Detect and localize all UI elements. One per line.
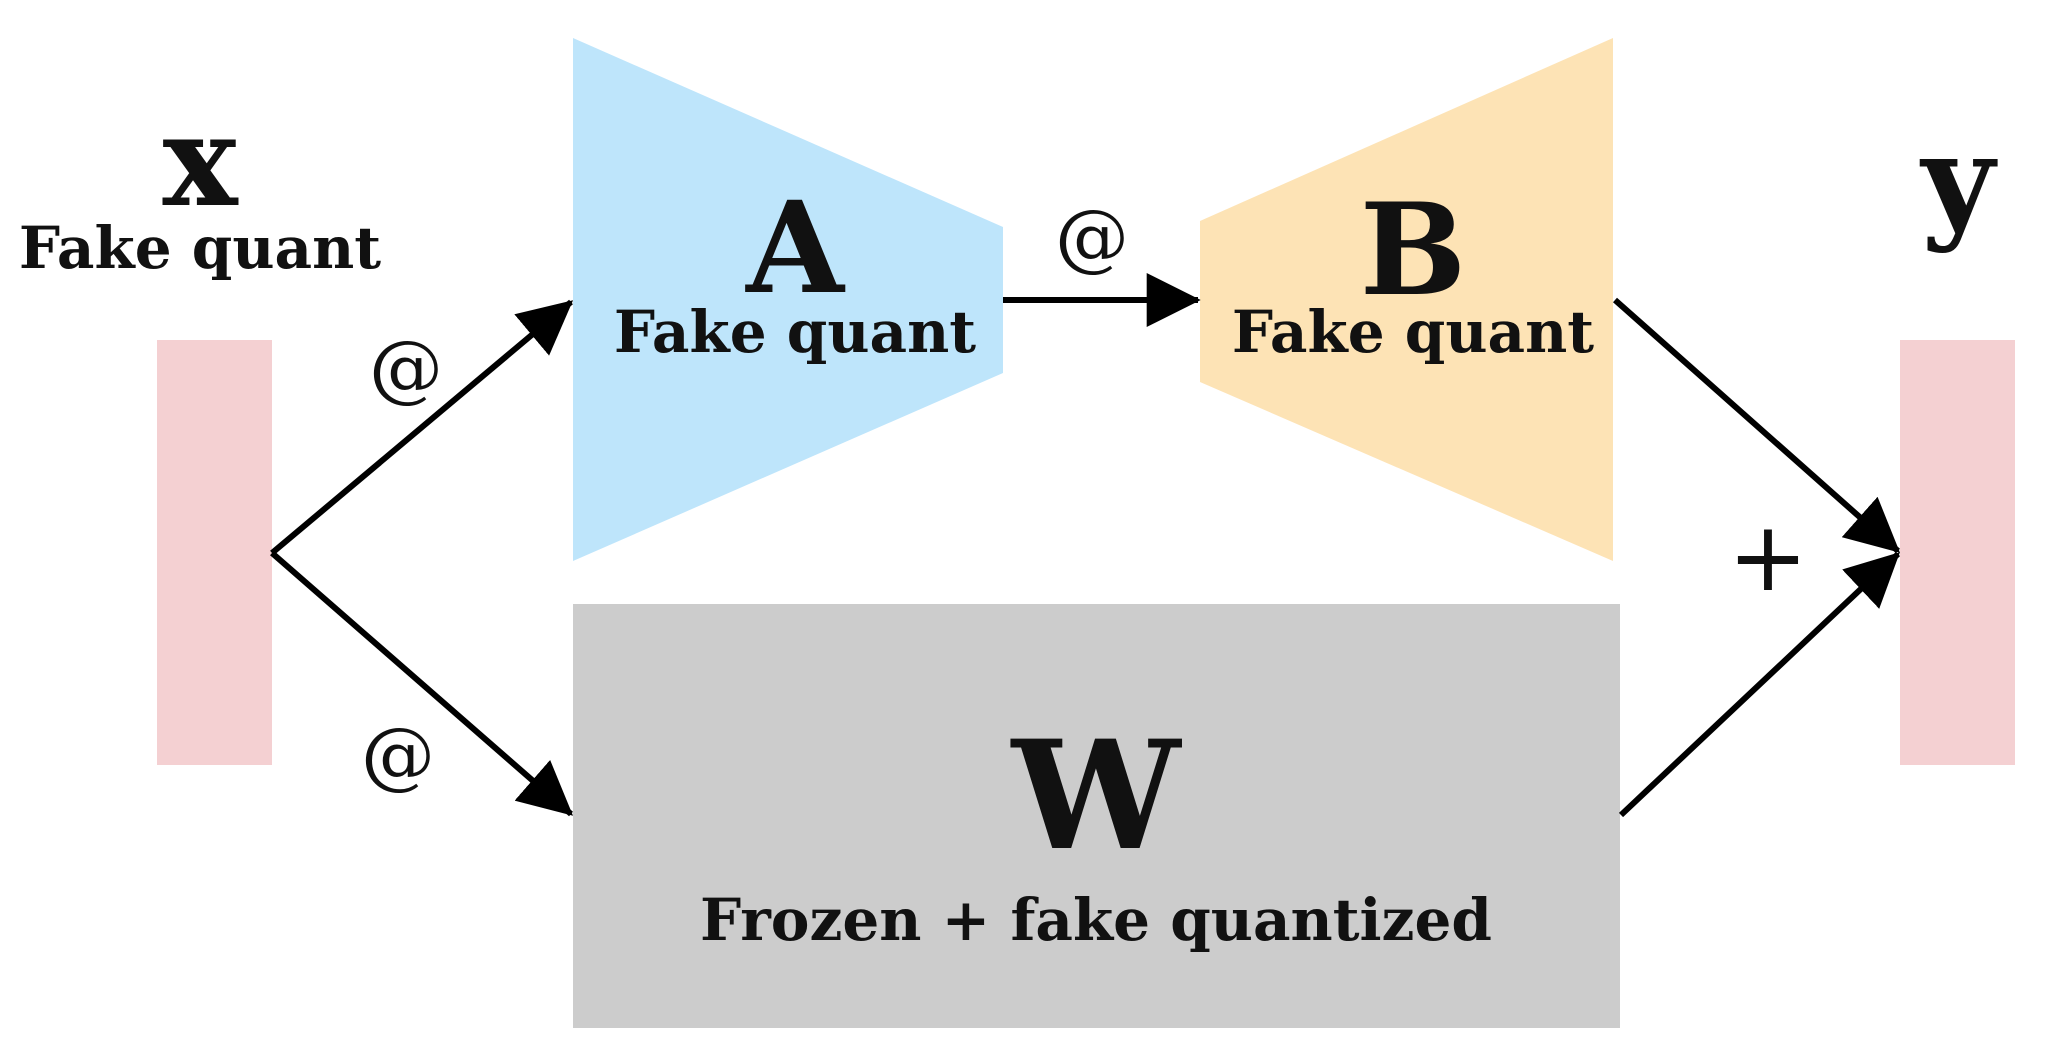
matrix-w-shape bbox=[573, 604, 1620, 1028]
edge-x-to-a bbox=[270, 299, 574, 556]
matmul-op-a-b: @ bbox=[1055, 194, 1129, 280]
input-label: Fake quant bbox=[19, 214, 381, 282]
output-symbol: y bbox=[1919, 107, 1998, 255]
matrix-a-shape bbox=[573, 38, 1003, 561]
matrix-a-label: Fake quant bbox=[614, 298, 976, 366]
edge-b-to-y bbox=[1613, 297, 1901, 554]
matmul-op-x-a: @ bbox=[369, 325, 443, 411]
sum-op: + bbox=[1728, 501, 1808, 613]
matrix-w-label: Frozen + fake quantized bbox=[700, 886, 1492, 954]
matmul-op-x-w: @ bbox=[361, 712, 435, 798]
input-vector-bar bbox=[157, 340, 272, 765]
output-vector-bar bbox=[1900, 340, 2015, 765]
matrix-w-symbol: W bbox=[1010, 708, 1183, 884]
matrix-b-label: Fake quant bbox=[1232, 298, 1594, 366]
matrix-a-symbol: A bbox=[745, 174, 846, 322]
edge-w-to-y bbox=[1618, 551, 1901, 818]
edge-x-to-w bbox=[270, 550, 574, 817]
matrix-b-symbol: B bbox=[1360, 176, 1467, 324]
matrix-b-shape bbox=[1200, 38, 1613, 561]
input-symbol: x bbox=[162, 87, 238, 235]
